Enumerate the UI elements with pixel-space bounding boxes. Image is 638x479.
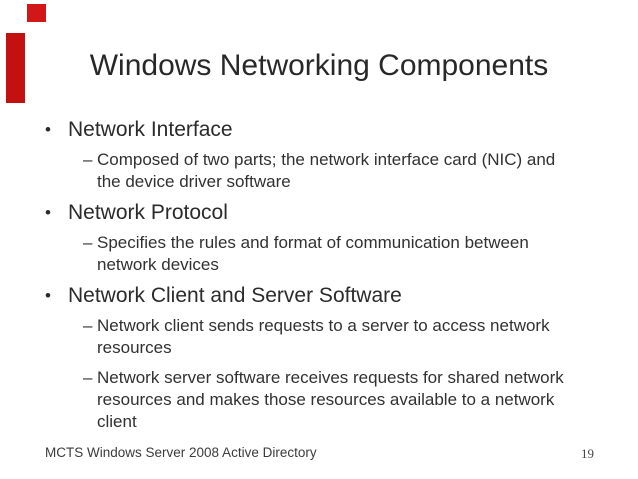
footer-text: MCTS Windows Server 2008 Active Director… [45,445,317,460]
sub-bullet: – Composed of two parts; the network int… [83,149,555,193]
sub-bullet-text: Network client sends requests to a serve… [97,315,550,359]
sub-bullet: – Network client sends requests to a ser… [83,315,550,359]
dash-icon: – [83,233,93,252]
page-number: 19 [581,446,594,461]
slide-title: Windows Networking Components [89,49,549,82]
sub-bullet: – Specifies the rules and format of comm… [83,232,529,276]
sub-bullet-text: Network server software receives request… [97,367,564,433]
dash-icon: – [83,368,93,387]
sub-bullet-text: Composed of two parts; the network inter… [97,149,555,193]
bullet-icon: • [45,286,51,305]
sub-bullet-line: Specifies the rules and format of commun… [97,233,529,252]
sub-bullet-line: the device driver software [97,172,291,191]
sub-bullet-line: Network client sends requests to a serve… [97,316,550,335]
sub-bullet-line: Network server software receives request… [97,368,564,387]
bullet-icon: • [45,203,51,222]
sub-bullet-line: client [97,412,137,431]
red-square-decoration [27,4,46,22]
dash-icon: – [83,316,93,335]
bullet-item-network-protocol: • Network Protocol [45,201,228,225]
sub-bullet-line: Composed of two parts; the network inter… [97,150,556,169]
bullet-label: Network Protocol [68,201,228,224]
bullet-item-network-interface: • Network Interface [45,118,233,142]
bullet-item-network-client-server: • Network Client and Server Software [45,284,402,308]
red-bar-decoration [6,33,25,103]
bullet-icon: • [45,120,51,139]
sub-bullet-text: Specifies the rules and format of commun… [97,232,529,276]
sub-bullet-line: resources [97,338,172,357]
sub-bullet-line: network devices [97,255,219,274]
bullet-label: Network Client and Server Software [68,284,402,307]
dash-icon: – [83,150,93,169]
sub-bullet-line: resources and makes those resources avai… [97,390,555,409]
bullet-label: Network Interface [68,118,233,141]
sub-bullet: – Network server software receives reque… [83,367,564,433]
